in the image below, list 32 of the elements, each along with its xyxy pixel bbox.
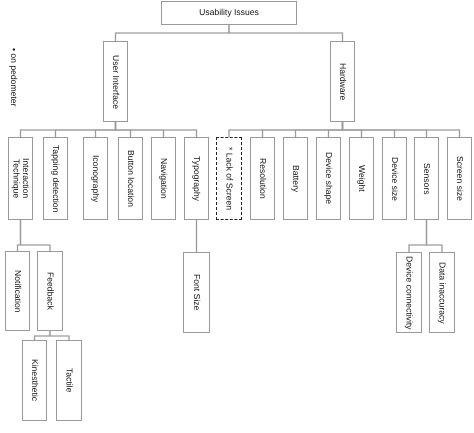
category-box: Hardware [330,41,355,122]
connector-line [228,25,344,41]
category-box: Notification [5,251,30,331]
dashed-category-box: * Lack of Screen [216,137,242,220]
category-box: Battery [283,137,308,220]
connector-line [342,122,460,137]
category-box: Font Size [183,252,210,333]
category-box: Device size [382,137,407,220]
category-box: Resolution [250,137,275,220]
category-box: Feedback [37,251,63,331]
category-box: Tactile [56,340,82,421]
category-box: Device connectivity [396,252,422,333]
category-box: Usability Issues [161,1,297,25]
category-box: Weight [349,137,374,220]
category-box: Interaction Technique [8,137,33,220]
category-box: Navigation [151,137,176,220]
category-box: Device shape [316,137,341,220]
category-box: Tapping detection [43,137,68,220]
connector-line [426,220,443,252]
category-box: Sensors [414,137,439,220]
connector-line [20,220,51,251]
category-box: Typography [184,137,209,220]
category-box: Iconography [83,137,108,220]
connector-line [49,331,70,340]
connector-line [114,122,198,137]
category-box: Data inaccuracy [429,252,455,333]
connector-line [196,220,198,252]
category-box: Screen size [447,137,472,220]
category-box: Kinesthetic [22,340,47,421]
category-box: User Interface [103,41,128,122]
footnote: • on pedometer [9,48,19,106]
category-box: Button location [118,137,143,220]
